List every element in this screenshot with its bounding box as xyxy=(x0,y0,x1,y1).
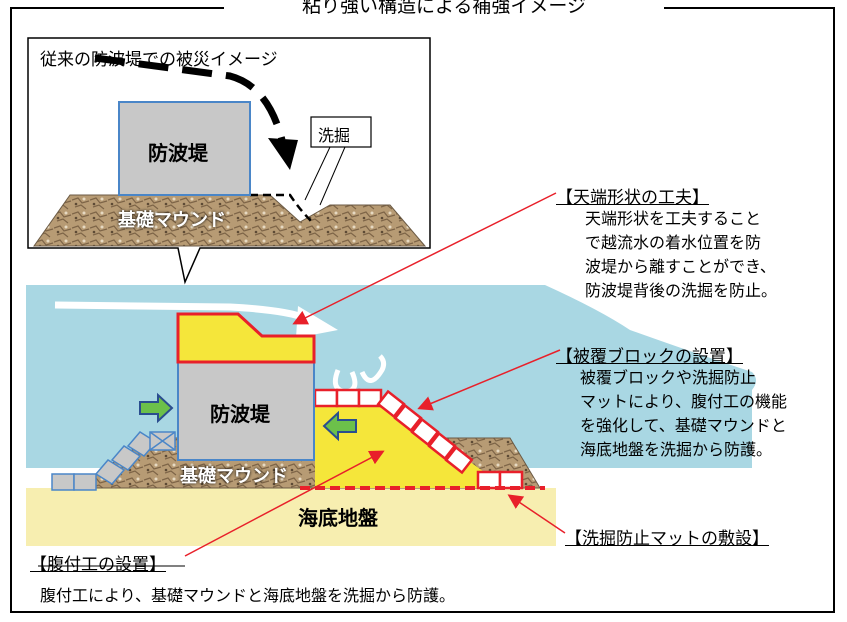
leader-armor xyxy=(417,349,561,411)
splash-right-icon xyxy=(359,354,387,383)
inset-overtopping-arrowhead xyxy=(268,138,298,170)
revetment-left xyxy=(51,431,176,491)
inset-breakwater xyxy=(118,101,251,196)
inset-mound xyxy=(33,194,427,247)
seabed xyxy=(26,488,556,546)
diagram-title: 粘り強い構造による補強イメージ xyxy=(224,0,664,17)
filling-work-text: 腹付工により、基礎マウンドと海底地盤を洗掘から防護。 xyxy=(40,586,456,605)
scour-mat-heading: 【洗掘防止マットの敷設】 xyxy=(565,529,769,549)
inset-overtopping-arrow xyxy=(94,54,286,141)
crown-shape-heading: 【天端形状の工夫】 xyxy=(556,188,709,208)
inset-scour-label-box xyxy=(310,116,372,148)
pressure-arrow-right-icon xyxy=(322,410,357,442)
inset-breakwater-label: 防波堤 xyxy=(148,141,208,165)
leader-mat xyxy=(507,494,566,534)
inset-caption: 従来の防波堤での被災イメージ xyxy=(40,50,278,70)
diagram-frame: 粘り強い構造による補強イメージ xyxy=(10,0,835,613)
armor-block-heading: 【被覆ブロックの設置】 xyxy=(556,347,743,367)
main-breakwater-label: 防波堤 xyxy=(210,402,270,426)
crown-shape-text: 天端形状を工夫すること で越流水の着水位置を防 波堤から離すことができ、 防波堤… xyxy=(585,209,778,300)
armor-block-text: 被覆ブロックや洗掘防止 マットにより、腹付工の機能 を強化して、基礎マウンドと … xyxy=(580,368,788,459)
crown-cap xyxy=(176,312,316,364)
inset-scour-label: 洗掘 xyxy=(318,126,351,145)
main-breakwater xyxy=(177,361,315,461)
armor-blocks xyxy=(313,388,524,490)
inset-scour-pointer xyxy=(304,146,346,206)
pressure-arrow-left-icon xyxy=(139,392,174,424)
leader-crown xyxy=(292,192,557,325)
filling-work-heading: 【腹付工の設置】 xyxy=(30,555,166,575)
seabed-label: 海底地盤 xyxy=(298,506,378,530)
inset-mound-label: 基礎マウンド xyxy=(118,210,226,231)
main-mound-label: 基礎マウンド xyxy=(180,466,288,487)
leader-filling xyxy=(184,450,385,557)
inset-scour-line xyxy=(250,193,313,223)
